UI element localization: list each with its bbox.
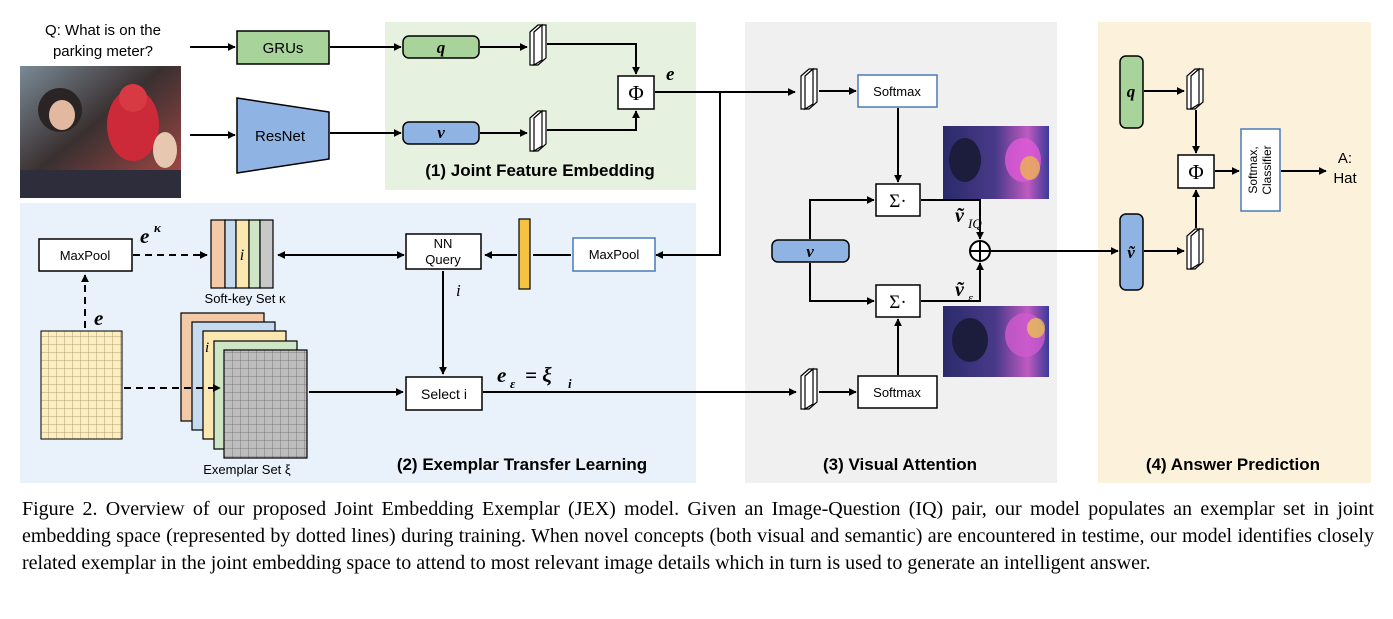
v-tilde-input xyxy=(1119,213,1144,291)
nn-query-line-2: Query xyxy=(425,252,461,267)
resnet-label: ResNet xyxy=(255,128,306,145)
feature-vector-icon xyxy=(1186,227,1204,271)
answer-line-2: Hat xyxy=(1333,170,1357,187)
e-grid-label: e xyxy=(94,306,103,330)
exemplar-index: i xyxy=(205,340,209,356)
v-iq-symbol: ṽ xyxy=(955,205,965,227)
feature-vector-icon xyxy=(1186,67,1204,111)
q-answer-label: q xyxy=(1127,82,1136,101)
maxpool-right-box xyxy=(572,237,656,272)
query-key-vector xyxy=(518,218,531,290)
figure-caption: Figure 2. Overview of our proposed Joint… xyxy=(22,498,1374,574)
ek-label: e xyxy=(140,224,149,248)
v-embedding xyxy=(402,121,480,145)
q-answer-input xyxy=(1119,55,1144,129)
feature-vector-icon xyxy=(800,367,818,411)
attention-map-thumbnail xyxy=(943,126,1049,199)
phi-answer-box xyxy=(1177,154,1215,189)
v-attention-input xyxy=(771,239,850,263)
nn-query-line-1: NN xyxy=(434,236,453,251)
jex-model-diagram: Q: What is on the parking meter? GRUs Re… xyxy=(20,22,1371,483)
weighted-sum-top-label: Σ· xyxy=(889,191,906,212)
select-box xyxy=(405,376,483,411)
input-photo xyxy=(20,66,181,198)
v-eps-subscript: ε xyxy=(968,290,974,305)
maxpool-left-box xyxy=(38,238,133,272)
panel-1-title: (1) Joint Feature Embedding xyxy=(425,161,655,180)
e-grid xyxy=(40,330,123,440)
grus-box xyxy=(236,30,330,65)
feature-vector-icon xyxy=(529,23,547,67)
grus-label: GRUs xyxy=(263,40,304,57)
softmax-top-box xyxy=(857,74,938,108)
e-eps-subscript: ε xyxy=(510,376,516,391)
weighted-sum-bottom xyxy=(875,284,921,318)
question-line-1: Q: What is on the xyxy=(45,22,161,39)
soft-key-index: i xyxy=(240,247,244,264)
e-eps-symbol: e xyxy=(497,363,506,387)
soft-key-label: Soft-key Set κ xyxy=(205,291,286,306)
maxpool-right-label: MaxPool xyxy=(589,247,640,262)
q-embedding xyxy=(402,35,480,59)
question-line-2: parking meter? xyxy=(53,43,153,60)
xi-subscript: i xyxy=(568,376,572,391)
softmax-bottom-box xyxy=(857,375,938,409)
nn-query-box xyxy=(405,233,482,270)
softmax-classifier-line-2: Classifier xyxy=(1260,145,1274,194)
resnet-block xyxy=(236,97,330,174)
answer-line-1: A: xyxy=(1338,150,1352,167)
feature-vector-icon xyxy=(800,67,818,111)
v-eps-symbol: ṽ xyxy=(955,279,965,301)
softmax-classifier-line-1: Softmax, xyxy=(1246,146,1260,193)
softmax-classifier-box xyxy=(1240,128,1281,212)
panel-2-title: (2) Exemplar Transfer Learning xyxy=(397,455,647,474)
q-label: q xyxy=(437,38,446,57)
v-attention-label: v xyxy=(806,242,814,261)
oplus-icon xyxy=(969,240,991,262)
xi-equation: = ξ xyxy=(525,363,552,387)
phi-joint-box xyxy=(617,75,655,110)
exemplar-set xyxy=(180,312,308,459)
v-iq-subscript: IQ xyxy=(967,216,982,231)
maxpool-left-label: MaxPool xyxy=(60,248,111,263)
v-label: v xyxy=(437,123,445,142)
phi-answer-label: Φ xyxy=(1188,160,1203,184)
attention-map-thumbnail xyxy=(943,306,1049,377)
soft-key-set xyxy=(210,219,274,289)
ek-superscript: κ xyxy=(154,220,162,235)
nn-query-index: i xyxy=(456,281,461,300)
panel-4-title: (4) Answer Prediction xyxy=(1146,455,1320,474)
weighted-sum-top xyxy=(875,183,921,217)
softmax-bottom-label: Softmax xyxy=(873,385,921,400)
feature-vector-icon xyxy=(529,109,547,153)
e-label: e xyxy=(666,64,675,85)
panel-3-title: (3) Visual Attention xyxy=(823,455,977,474)
exemplar-label: Exemplar Set ξ xyxy=(203,462,291,477)
softmax-top-label: Softmax xyxy=(873,84,921,99)
v-tilde-label: ṽ xyxy=(1127,243,1135,262)
select-label: Select i xyxy=(421,386,467,402)
phi-label: Φ xyxy=(628,81,643,105)
weighted-sum-bottom-label: Σ· xyxy=(889,292,906,313)
